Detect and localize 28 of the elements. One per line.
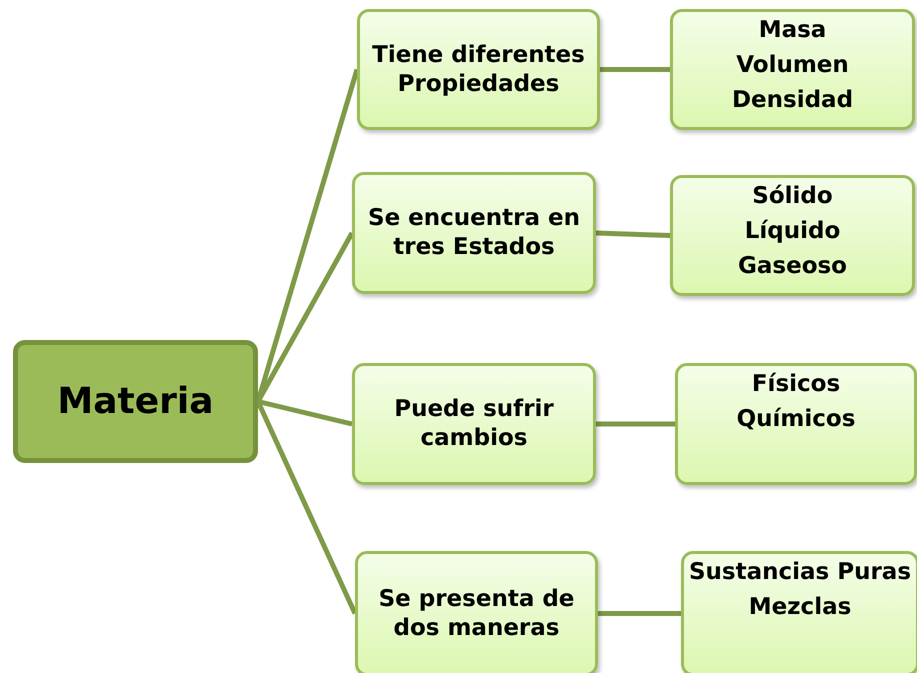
detail-box: [675, 363, 917, 485]
branch-box: [355, 551, 598, 673]
connector-line: [600, 67, 670, 72]
node-label: Líquido: [744, 216, 840, 246]
detail-box: [670, 9, 915, 130]
node-label: Gaseoso: [738, 252, 847, 280]
node-label: Físicos: [752, 370, 840, 399]
node-label: Se presenta de dos maneras: [378, 584, 576, 642]
detail-box: [670, 175, 915, 296]
node-label: Sustancias Puras: [688, 558, 912, 587]
node-label: Densidad: [732, 86, 854, 114]
node-label: Químicos: [736, 404, 856, 434]
connector-line: [598, 611, 681, 616]
node-label: Se encuentra en tres Estados: [367, 204, 581, 262]
branch-box: [352, 363, 596, 485]
connector-line: [596, 230, 670, 238]
root-box: [13, 340, 258, 463]
node-label: Puede sufrir cambios: [393, 395, 555, 453]
node-label: Tiene diferentes Propiedades: [371, 40, 586, 98]
node-label: Volumen: [736, 50, 849, 80]
node-label: Mezclas: [748, 592, 852, 622]
root-label: Materia: [57, 381, 214, 422]
branch-box: [352, 172, 596, 294]
detail-box: [681, 551, 917, 673]
node-label: Sólido: [752, 182, 833, 211]
node-label: Masa: [758, 16, 826, 45]
connector-line: [596, 422, 675, 426]
branch-box: [357, 9, 600, 130]
